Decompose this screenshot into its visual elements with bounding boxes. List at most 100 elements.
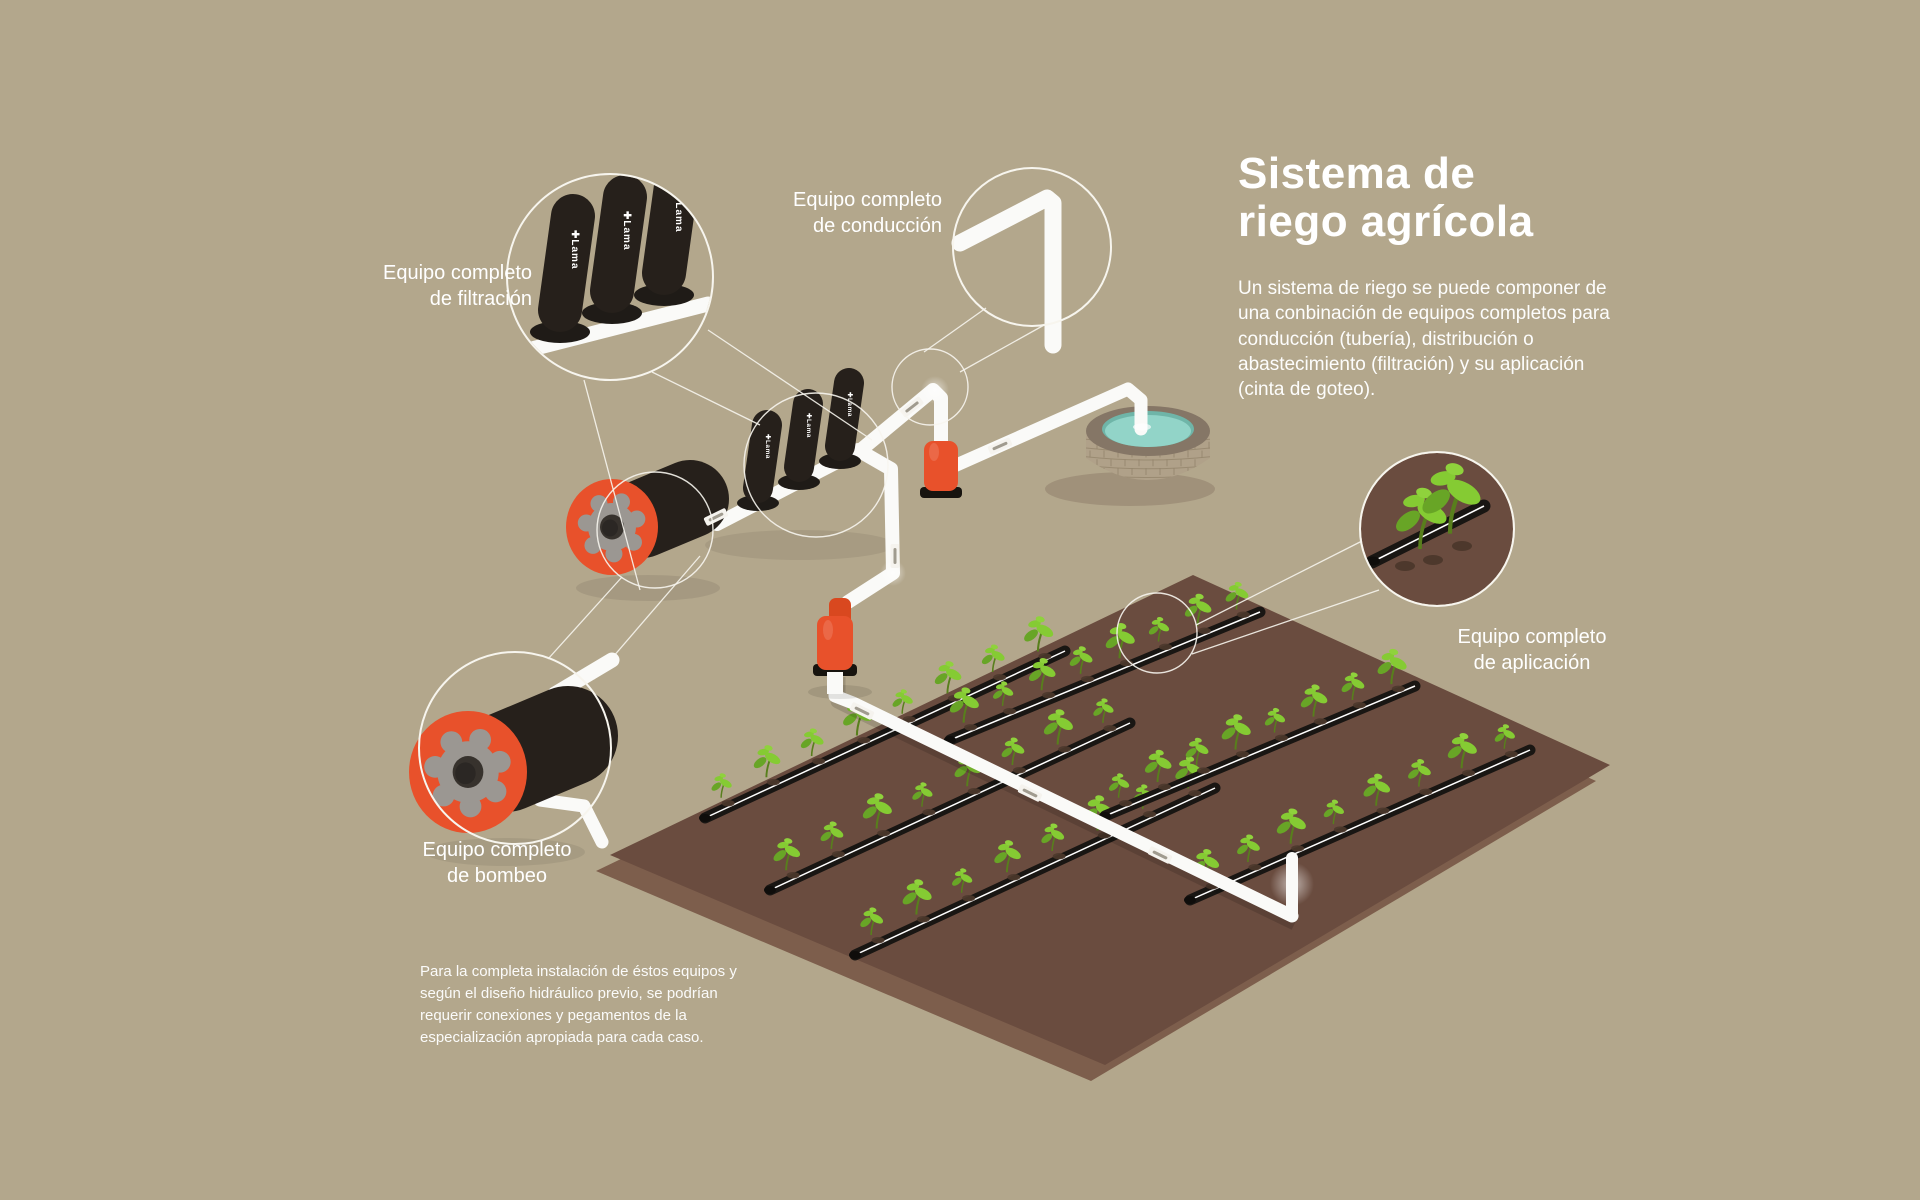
pump-gear <box>577 493 646 563</box>
svg-text:✚Lama: ✚Lama <box>673 193 684 233</box>
drip-line-row <box>699 616 1071 824</box>
soil-mound <box>1197 627 1211 634</box>
filter-canister: ✚Lama <box>778 389 823 490</box>
zoom-plants <box>1396 463 1481 550</box>
soil-mound <box>1058 746 1072 753</box>
pipe-label-chip <box>1017 784 1043 802</box>
soil-mound <box>916 915 930 923</box>
svg-text:✚Lama: ✚Lama <box>569 230 580 270</box>
zoom-circle-outline-aplicacion <box>1359 451 1515 607</box>
plant <box>1105 623 1135 659</box>
filter-canister: ✚Lama <box>737 410 782 511</box>
filter-bank: ✚Lama ✚Lama ✚Lama <box>737 368 864 511</box>
plant <box>1323 799 1344 825</box>
soil-mound <box>1103 725 1117 732</box>
zoom-pump-gear <box>424 728 511 818</box>
plant <box>1264 707 1286 733</box>
highlight-circle-field-spot <box>1116 592 1198 674</box>
soil-mound <box>871 936 885 944</box>
plant <box>1041 823 1065 852</box>
filter-canister: ✚Lama <box>819 368 864 469</box>
plant <box>1108 773 1130 798</box>
soil-mound <box>1352 701 1366 709</box>
soil-mound <box>1188 790 1202 797</box>
valve-outlet-stub <box>827 672 843 694</box>
soil-mound <box>786 871 800 879</box>
zoom-conduccion <box>951 189 1062 354</box>
plant <box>994 840 1021 873</box>
plant <box>773 838 801 871</box>
plant <box>1221 714 1251 750</box>
soil-mound <box>1333 826 1347 833</box>
leader-line <box>707 329 873 441</box>
drip-line-row <box>1184 724 1536 906</box>
plant <box>1043 709 1073 745</box>
label-conduccion-line1: Equipo completo <box>793 189 942 211</box>
leader-line <box>1195 540 1363 626</box>
plant <box>952 868 973 893</box>
zoom-pipe-elbow <box>951 189 1062 354</box>
intro-paragraph: Un sistema de riego se puede componer de… <box>1238 278 1610 401</box>
svg-text:✚Lama: ✚Lama <box>764 434 772 459</box>
soil-mound <box>922 809 936 816</box>
soil-mound <box>967 788 981 795</box>
title-line-2: riego agrícola <box>1238 196 1534 246</box>
plant <box>1144 749 1172 782</box>
zoom-filtracion: ✚Lama ✚Lama ✚Lama <box>512 175 712 360</box>
svg-text:✚Lama: ✚Lama <box>621 211 632 251</box>
plant <box>892 689 913 714</box>
soil-mound <box>1391 685 1405 693</box>
soil-mound <box>1248 864 1262 871</box>
drip-line-row <box>764 698 1136 896</box>
plant <box>753 745 781 778</box>
label-bombeo-line1: Equipo completo <box>422 839 572 861</box>
zoom-filter-canister: ✚Lama <box>530 194 595 343</box>
field-front-layer <box>610 575 1610 1065</box>
soil-mound <box>1235 750 1249 758</box>
soil-mound <box>1158 643 1172 651</box>
label-conduccion: Equipo completo de conducción <box>732 187 942 239</box>
well-suction-pipe <box>945 382 1148 474</box>
soil-mound <box>766 778 780 786</box>
label-bombeo-line2: de bombeo <box>446 865 548 887</box>
soil-mound <box>902 716 916 723</box>
soil-mound <box>831 850 845 858</box>
soil-mound <box>1042 691 1056 699</box>
water-ripple <box>1133 423 1151 431</box>
drip-lines <box>699 581 1536 961</box>
leader-line <box>959 323 1047 373</box>
pipe-label-chip <box>987 437 1013 455</box>
pipe-label-chip <box>890 544 900 568</box>
plant <box>1300 684 1328 717</box>
highlight-circles <box>596 348 1198 674</box>
plant <box>1377 648 1407 685</box>
plant <box>711 773 732 798</box>
plant <box>820 821 844 849</box>
zoom-bombeo <box>409 652 620 866</box>
soil-mound <box>857 737 871 744</box>
plant <box>1447 733 1477 769</box>
zoom-circle-outlines <box>418 167 1515 845</box>
plant <box>1408 759 1431 787</box>
plant <box>1363 773 1391 806</box>
soil-mound <box>1158 783 1172 791</box>
zoom-filter-canister: ✚Lama <box>582 175 647 324</box>
drip-line-row <box>944 581 1266 746</box>
plant <box>934 661 962 694</box>
zoom-circle-outline-conduccion <box>952 167 1112 327</box>
soil-mound <box>721 799 735 807</box>
pipe-label-chips <box>703 213 1173 864</box>
soil-mound <box>1081 675 1095 683</box>
leader-line <box>923 307 987 353</box>
soil-mound <box>1504 750 1518 758</box>
pipe-label-chip <box>849 702 875 720</box>
soil-mound <box>1376 807 1390 814</box>
plant <box>949 687 979 723</box>
leader-line <box>547 576 623 660</box>
plant <box>860 907 884 935</box>
leader-line <box>583 379 641 591</box>
highlight-circle-pump-spot <box>596 471 714 589</box>
soil-mound <box>1274 734 1288 742</box>
pump-unit <box>566 460 729 575</box>
